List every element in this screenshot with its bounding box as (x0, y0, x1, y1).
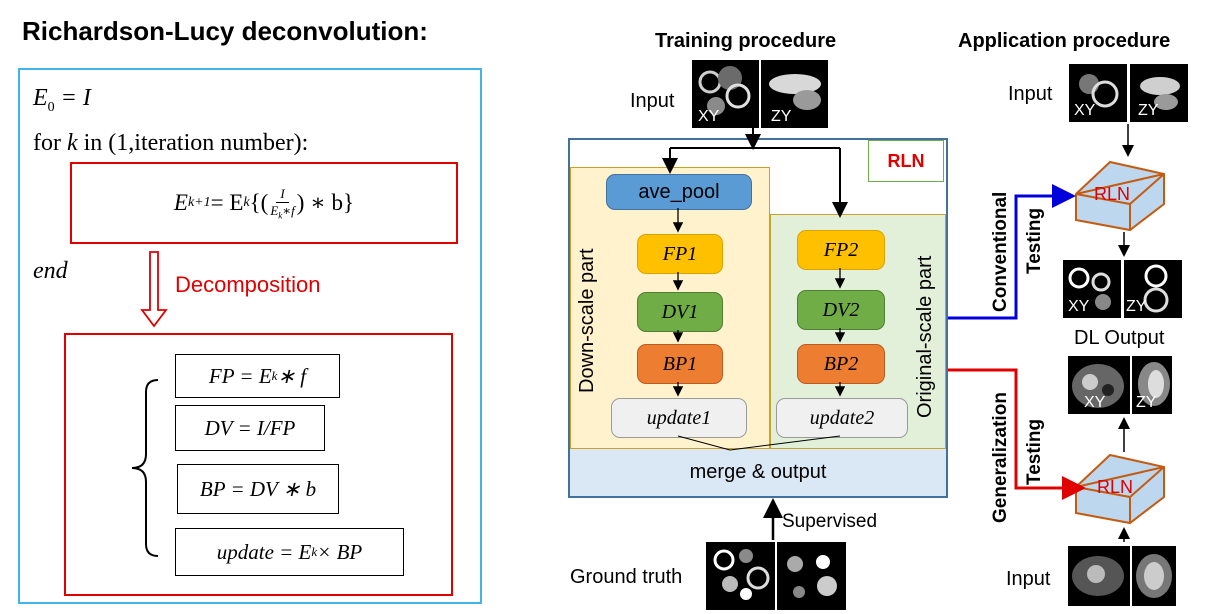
for-rest: in (1,iteration number): (77, 130, 309, 156)
update2-block: update2 (776, 398, 908, 438)
frac-denominator: Ek∗f (270, 203, 294, 221)
rln-bottom-shape-icon (1075, 453, 1165, 525)
gen-output-zy-image: ZY (1132, 356, 1172, 414)
training-input-xy-image: XY (692, 60, 759, 128)
dv2-block: DV2 (797, 290, 885, 330)
eq-sub-k: k (243, 195, 250, 210)
app-input-bottom-xy-image (1068, 546, 1130, 606)
merge-output-area: merge & output (570, 449, 946, 496)
decomposition-box (64, 333, 453, 596)
frac-den-sub: k (278, 210, 283, 221)
fp-eq-b: ∗ f (277, 363, 307, 388)
for-line: for k in (1,iteration number): (33, 130, 308, 157)
eq-sub-k1: k+1 (187, 195, 211, 210)
rl-title: Richardson-Lucy deconvolution: (22, 16, 428, 46)
decomposition-arrow-icon (140, 251, 168, 328)
fp-eq-a: FP = E (208, 363, 272, 388)
e0-rest: = I (54, 85, 91, 111)
fp1-block: FP1 (637, 234, 723, 274)
generalization-label: Generalization (990, 392, 1011, 523)
merge-output-label: merge & output (689, 461, 827, 483)
gen-zy-label: ZY (1136, 394, 1157, 411)
fp-eq-sub: k (271, 368, 278, 383)
bp1-block: BP1 (637, 344, 723, 384)
app-input-top-zy-image: ZY (1130, 64, 1188, 122)
app-top-zy-label: ZY (1138, 102, 1159, 119)
application-title: Application procedure (958, 30, 1171, 52)
dl-output-zy-image: ZY (1124, 260, 1182, 318)
frac-den-e: E (270, 202, 279, 218)
decomposition-label: Decomposition (175, 272, 321, 297)
training-arrows (662, 128, 848, 540)
dl-output-xy-image: XY (1063, 260, 1121, 318)
upd-eq-sub: k (311, 544, 318, 559)
rln-bottom-label: RLN (1097, 477, 1134, 497)
generalization-testing-label: Testing (1024, 418, 1045, 485)
app-input-bottom-zy-image (1132, 546, 1176, 606)
ground-truth-xy-image (706, 542, 775, 610)
training-zy-label: ZY (771, 108, 792, 125)
e0-symbol: E (33, 85, 48, 111)
app-top-xy-label: XY (1074, 102, 1096, 119)
app-input-top-label: Input (1008, 83, 1053, 105)
rln-label: RLN (887, 150, 925, 171)
supervised-label: Supervised (782, 511, 878, 532)
for-k: k (66, 130, 78, 156)
training-title: Training procedure (655, 30, 837, 52)
dv-eq-text: DV = I/FP (204, 415, 296, 440)
for-pre: for (33, 130, 67, 156)
training-input-zy-image: ZY (761, 60, 828, 128)
eq-mid: = E (210, 190, 244, 215)
dv-equation: DV = I/FP (175, 405, 325, 451)
bp-equation: BP = DV ∗ b (177, 464, 339, 514)
dl-xy-label: XY (1068, 298, 1090, 315)
eq-fraction: I Ek∗f (270, 186, 294, 221)
e0-sub: 0 (47, 99, 55, 115)
dl-zy-label: ZY (1126, 298, 1147, 315)
frac-den-f: ∗f (282, 202, 295, 218)
dv1-block: DV1 (637, 292, 723, 332)
bp-eq-text: BP = DV ∗ b (199, 476, 317, 501)
update1-block: update1 (611, 398, 747, 438)
brace-icon (131, 379, 159, 557)
frac-numerator: I (276, 186, 289, 203)
dl-output-label: DL Output (1074, 327, 1165, 349)
ground-truth-label: Ground truth (570, 566, 683, 588)
upd-eq-b: × BP (317, 539, 363, 564)
conventional-testing-label: Testing (1024, 207, 1045, 274)
rln-top-shape-icon (1075, 160, 1165, 232)
conventional-label: Conventional (990, 191, 1011, 312)
rln-label-box: RLN (868, 140, 944, 182)
e0-line: E0 = I (33, 85, 91, 116)
rl-panel (18, 68, 482, 604)
application-arrows (948, 124, 1134, 542)
app-input-top-xy-image: XY (1069, 64, 1127, 122)
gen-xy-label: XY (1084, 394, 1106, 411)
training-xy-label: XY (698, 108, 720, 125)
training-input-label: Input (630, 90, 675, 112)
bp2-block: BP2 (797, 344, 885, 384)
fp2-block: FP2 (797, 230, 885, 270)
ave-pool-block: ave_pool (606, 174, 752, 210)
ground-truth-zy-image (777, 542, 846, 610)
eq-ek1: E (173, 190, 188, 215)
rln-top-label: RLN (1094, 184, 1131, 204)
eq-brace-open: {( (249, 190, 269, 215)
gen-output-xy-image: XY (1068, 356, 1130, 414)
end-keyword: end (33, 258, 68, 284)
app-input-bottom-label: Input (1006, 568, 1051, 590)
eq-brace-close: ) ∗ b} (296, 190, 355, 215)
upd-eq-a: update = E (216, 539, 312, 564)
